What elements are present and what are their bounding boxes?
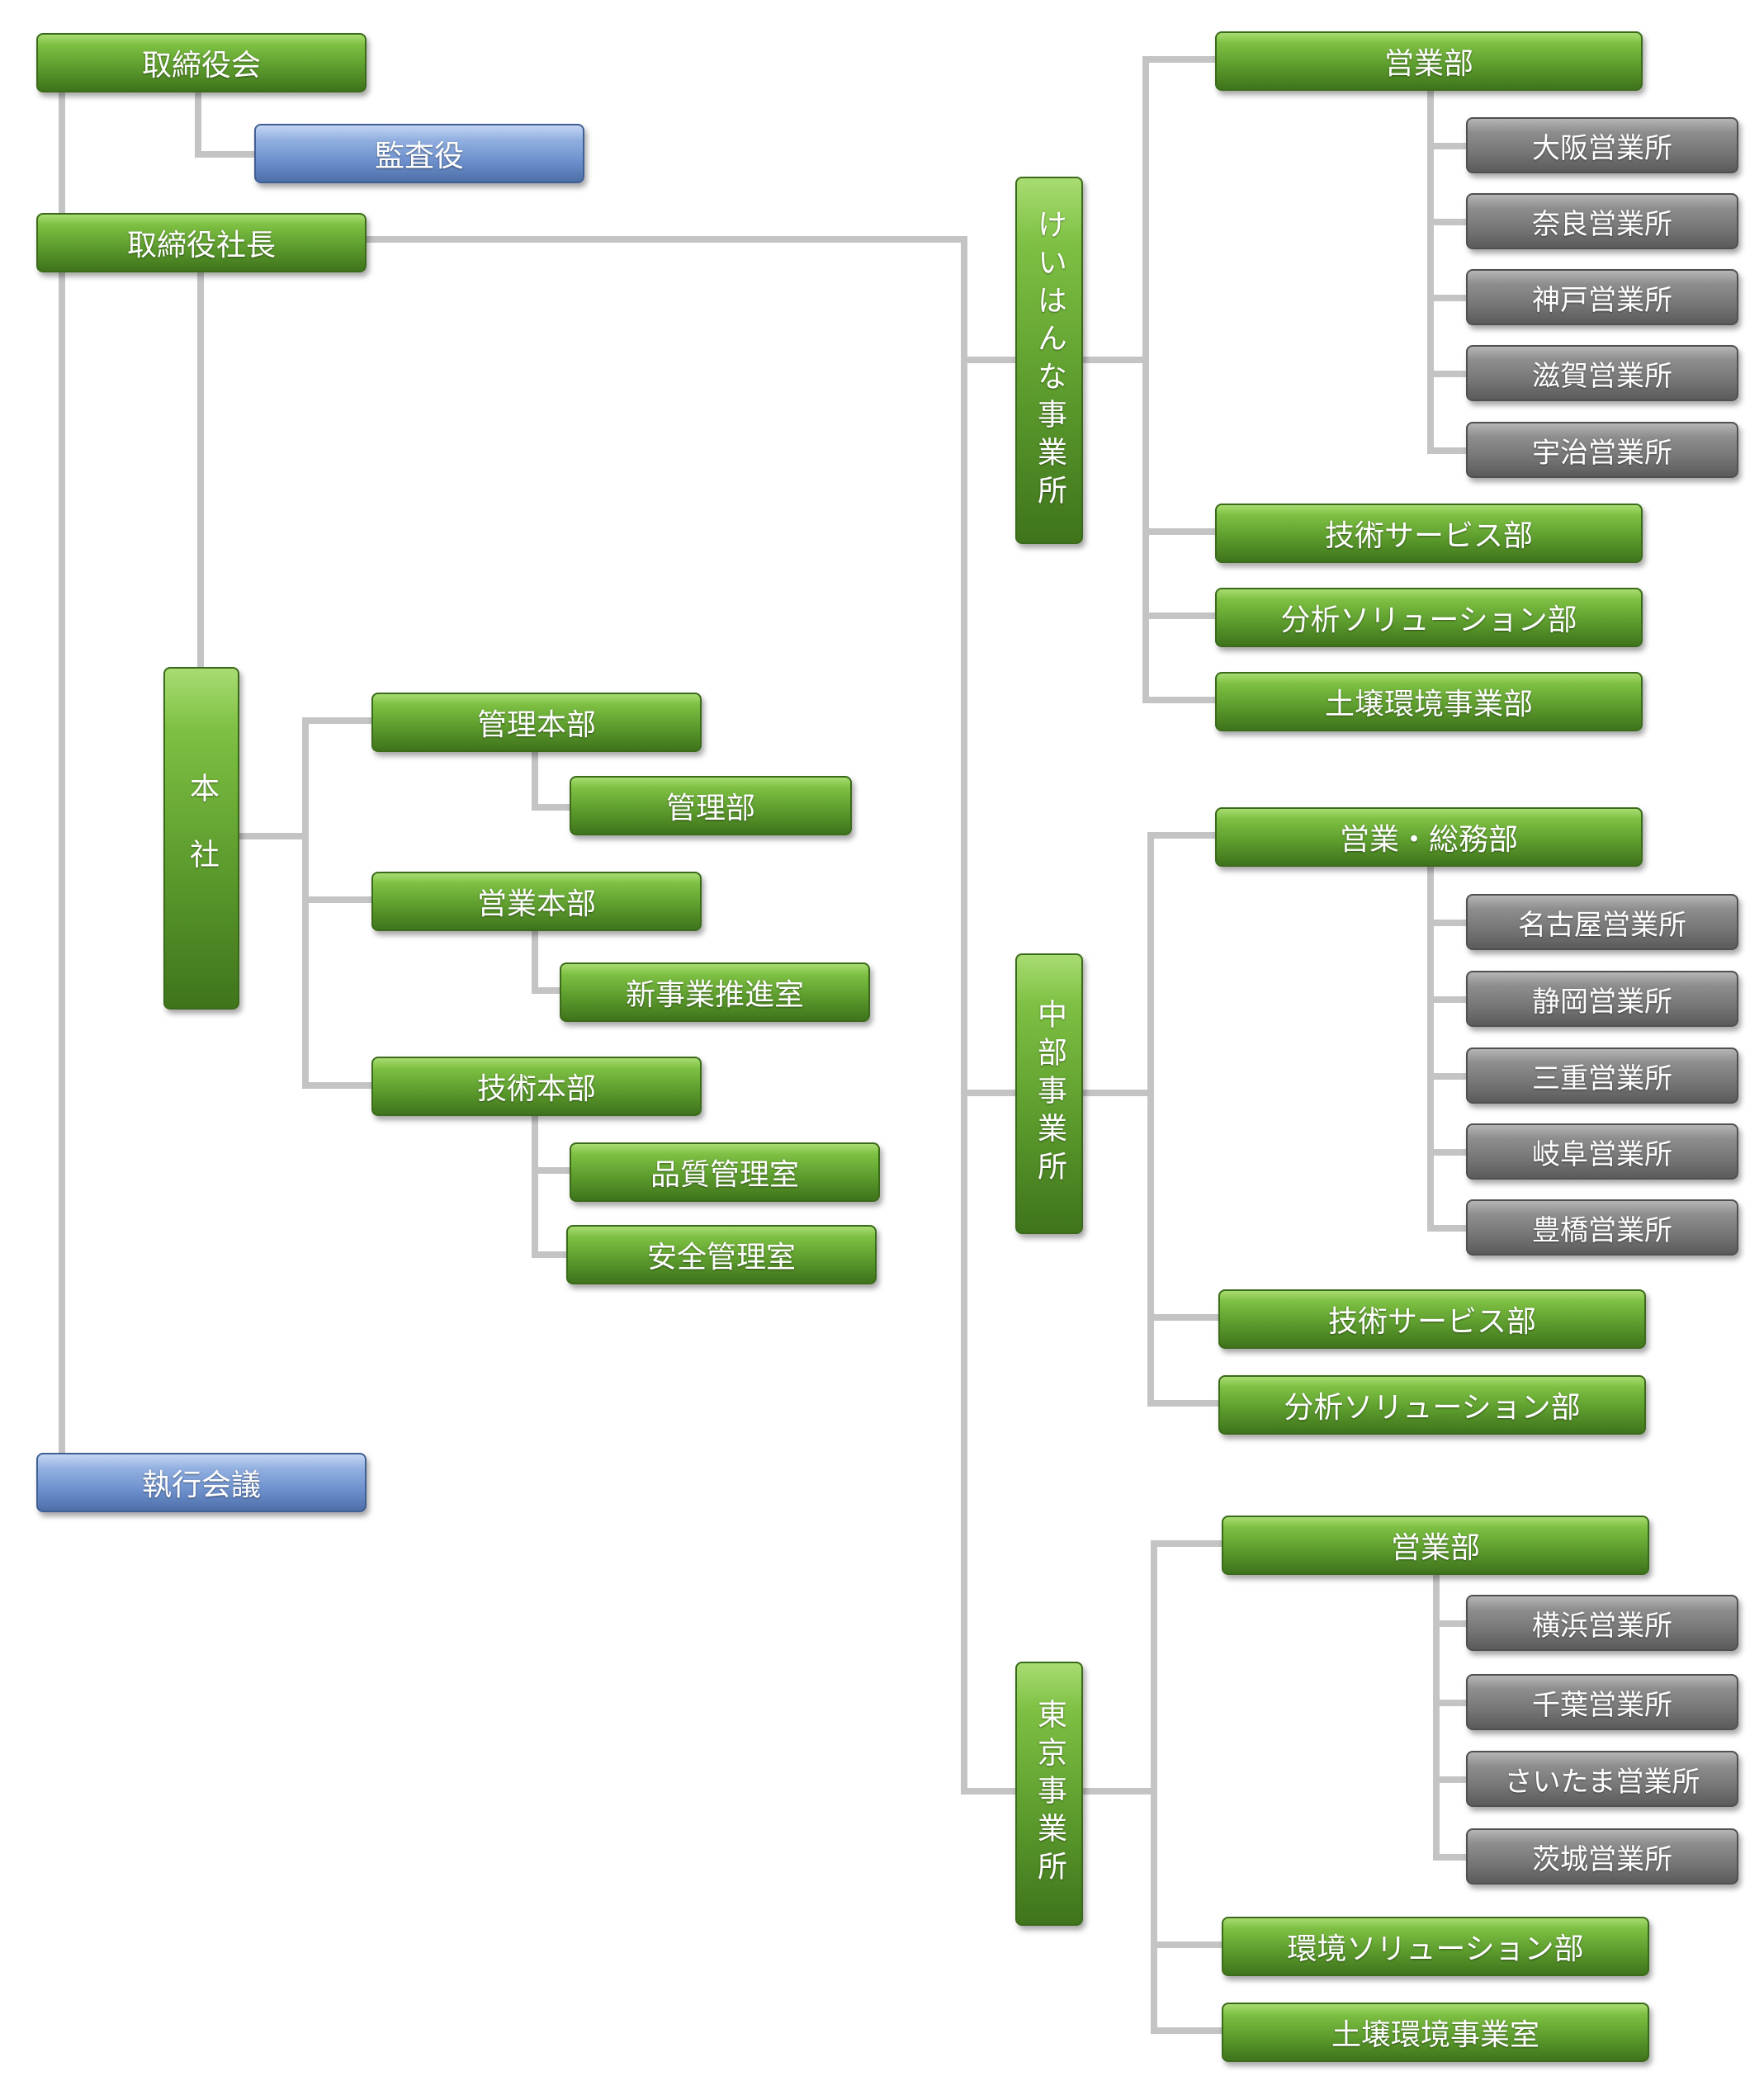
box-keihanna-soil: 土壌環境事業部 <box>1215 672 1643 731</box>
box-tokyo-office-2: 千葉営業所 <box>1466 1674 1738 1730</box>
box-tokyo-sales: 営業部 <box>1222 1516 1649 1575</box>
box-safety: 安全管理室 <box>566 1225 877 1284</box>
box-sales-hq: 営業本部 <box>371 872 702 931</box>
box-keihanna-office-5: 宇治営業所 <box>1466 422 1738 478</box>
box-chubu-analysis: 分析ソリューション部 <box>1218 1375 1646 1435</box>
box-president: 取締役社長 <box>36 213 367 272</box>
box-new-business: 新事業推進室 <box>560 962 870 1022</box>
box-tokyo-soil: 土壌環境事業室 <box>1222 2003 1649 2062</box>
box-chubu-office-4: 岐阜営業所 <box>1466 1123 1738 1180</box>
box-keihanna-office-1: 大阪営業所 <box>1466 117 1738 173</box>
box-tokyo-office-3: さいたま営業所 <box>1466 1751 1738 1807</box>
box-keihanna-office: けいはんな事業所 <box>1015 177 1083 544</box>
box-auditor: 監査役 <box>254 124 584 183</box>
box-keihanna-office-3: 神戸営業所 <box>1466 269 1738 325</box>
box-tech-hq: 技術本部 <box>371 1057 702 1116</box>
box-quality: 品質管理室 <box>570 1142 880 1202</box>
box-admin-hq: 管理本部 <box>371 693 702 752</box>
box-tokyo-office-4: 茨城営業所 <box>1466 1828 1738 1885</box>
box-chubu-sales: 営業・総務部 <box>1215 807 1643 867</box>
box-admin-dept: 管理部 <box>570 776 852 835</box>
box-tokyo-office-1: 横浜営業所 <box>1466 1595 1738 1651</box>
box-tokyo-office: 東京事業所 <box>1015 1662 1083 1926</box>
box-executive-meeting: 執行会議 <box>36 1453 367 1512</box>
box-chubu-office-3: 三重営業所 <box>1466 1048 1738 1104</box>
box-keihanna-office-2: 奈良営業所 <box>1466 193 1738 249</box>
box-chubu-tech-service: 技術サービス部 <box>1218 1289 1646 1349</box>
box-tokyo-env-solution: 環境ソリューション部 <box>1222 1917 1649 1976</box>
box-chubu-office-2: 静岡営業所 <box>1466 971 1738 1027</box>
box-keihanna-office-4: 滋賀営業所 <box>1466 345 1738 401</box>
box-board-of-directors: 取締役会 <box>36 33 367 92</box>
box-chubu-office: 中部事業所 <box>1015 953 1083 1234</box>
box-keihanna-tech-service: 技術サービス部 <box>1215 504 1643 563</box>
box-chubu-office-1: 名古屋営業所 <box>1466 894 1738 950</box>
box-keihanna-analysis: 分析ソリューション部 <box>1215 588 1643 647</box>
box-keihanna-sales: 営業部 <box>1215 31 1643 91</box>
box-head-office: 本社 <box>163 667 239 1010</box>
box-chubu-office-5: 豊橋営業所 <box>1466 1199 1738 1256</box>
